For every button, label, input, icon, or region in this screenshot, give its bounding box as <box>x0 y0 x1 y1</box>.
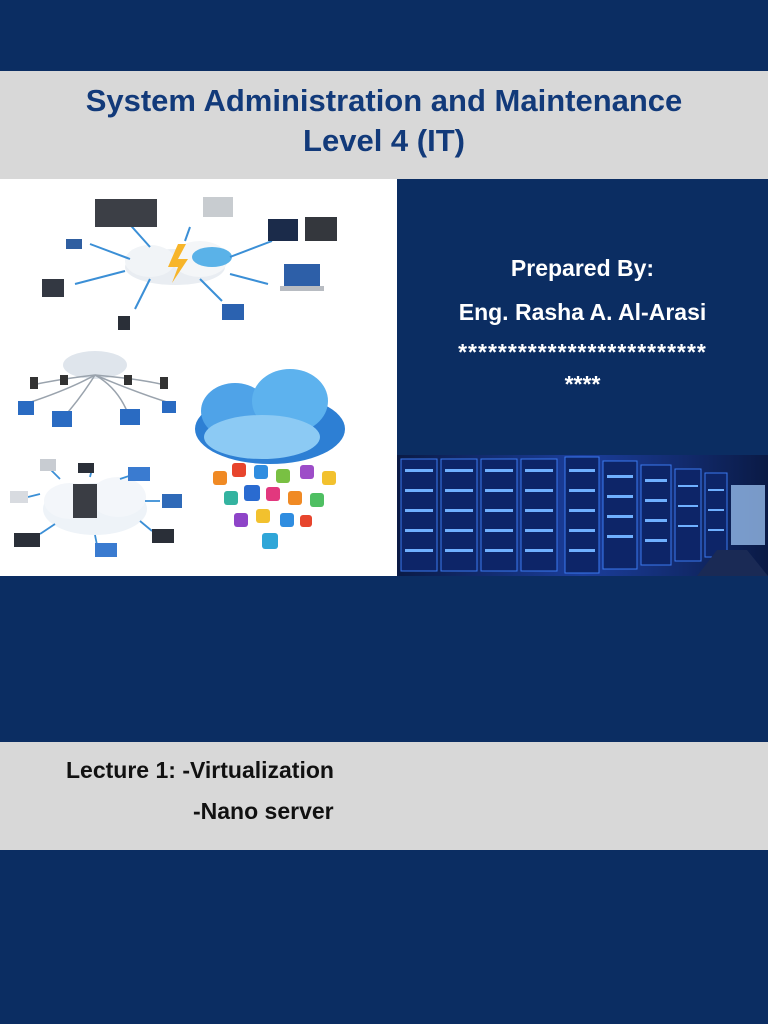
author-name: Eng. Rasha A. Al-Arasi <box>458 299 707 325</box>
credits-panel: Prepared By: Eng. Rasha A. Al-Arasi ****… <box>397 179 768 455</box>
separator-stars-continued: **** <box>564 371 601 397</box>
document-title: System Administration and Maintenance <box>85 83 683 118</box>
cloud-network-diagram-icon <box>10 184 355 557</box>
lecture-topic-1: Lecture 1: -Virtualization <box>66 757 334 783</box>
illustration-collage <box>0 179 397 576</box>
server-racks-graphic <box>397 455 768 576</box>
lecture-band: Lecture 1: -Virtualization -Nano server <box>0 742 768 850</box>
cloud-apps-icon <box>195 369 345 549</box>
server-room-photo <box>397 455 768 576</box>
network-star-diagram-icon <box>18 351 176 427</box>
title-band: System Administration and Maintenance Le… <box>0 71 768 179</box>
lecture-topic-2: -Nano server <box>193 798 334 824</box>
prepared-by-label: Prepared By: <box>510 255 655 281</box>
separator-stars: ************************* <box>458 339 707 365</box>
document-subtitle: Level 4 (IT) <box>303 123 465 158</box>
cloud-server-devices-icon <box>10 459 182 557</box>
